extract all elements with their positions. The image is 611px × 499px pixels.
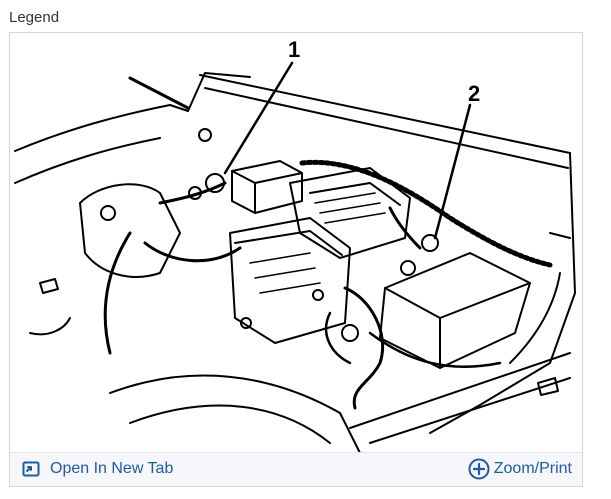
engine-compartment-diagram: 1 2 [10, 33, 582, 453]
engine-line-drawing: 1 2 [14, 37, 576, 453]
open-in-new-tab-link[interactable]: Open In New Tab [22, 460, 173, 478]
callout-2: 2 [468, 81, 480, 106]
callout-1: 1 [288, 37, 300, 62]
zoom-plus-icon [468, 458, 490, 480]
zoom-print-link[interactable]: Zoom/Print [468, 458, 572, 480]
figure-footer: Open In New Tab Zoom/Print [10, 452, 582, 486]
open-in-new-tab-label: Open In New Tab [50, 460, 174, 477]
open-new-tab-icon [22, 461, 40, 477]
legend-title: Legend [9, 9, 60, 26]
zoom-print-label: Zoom/Print [493, 460, 572, 477]
figure-frame: 1 2 Open In New Tab Zoom/Print [9, 32, 583, 487]
